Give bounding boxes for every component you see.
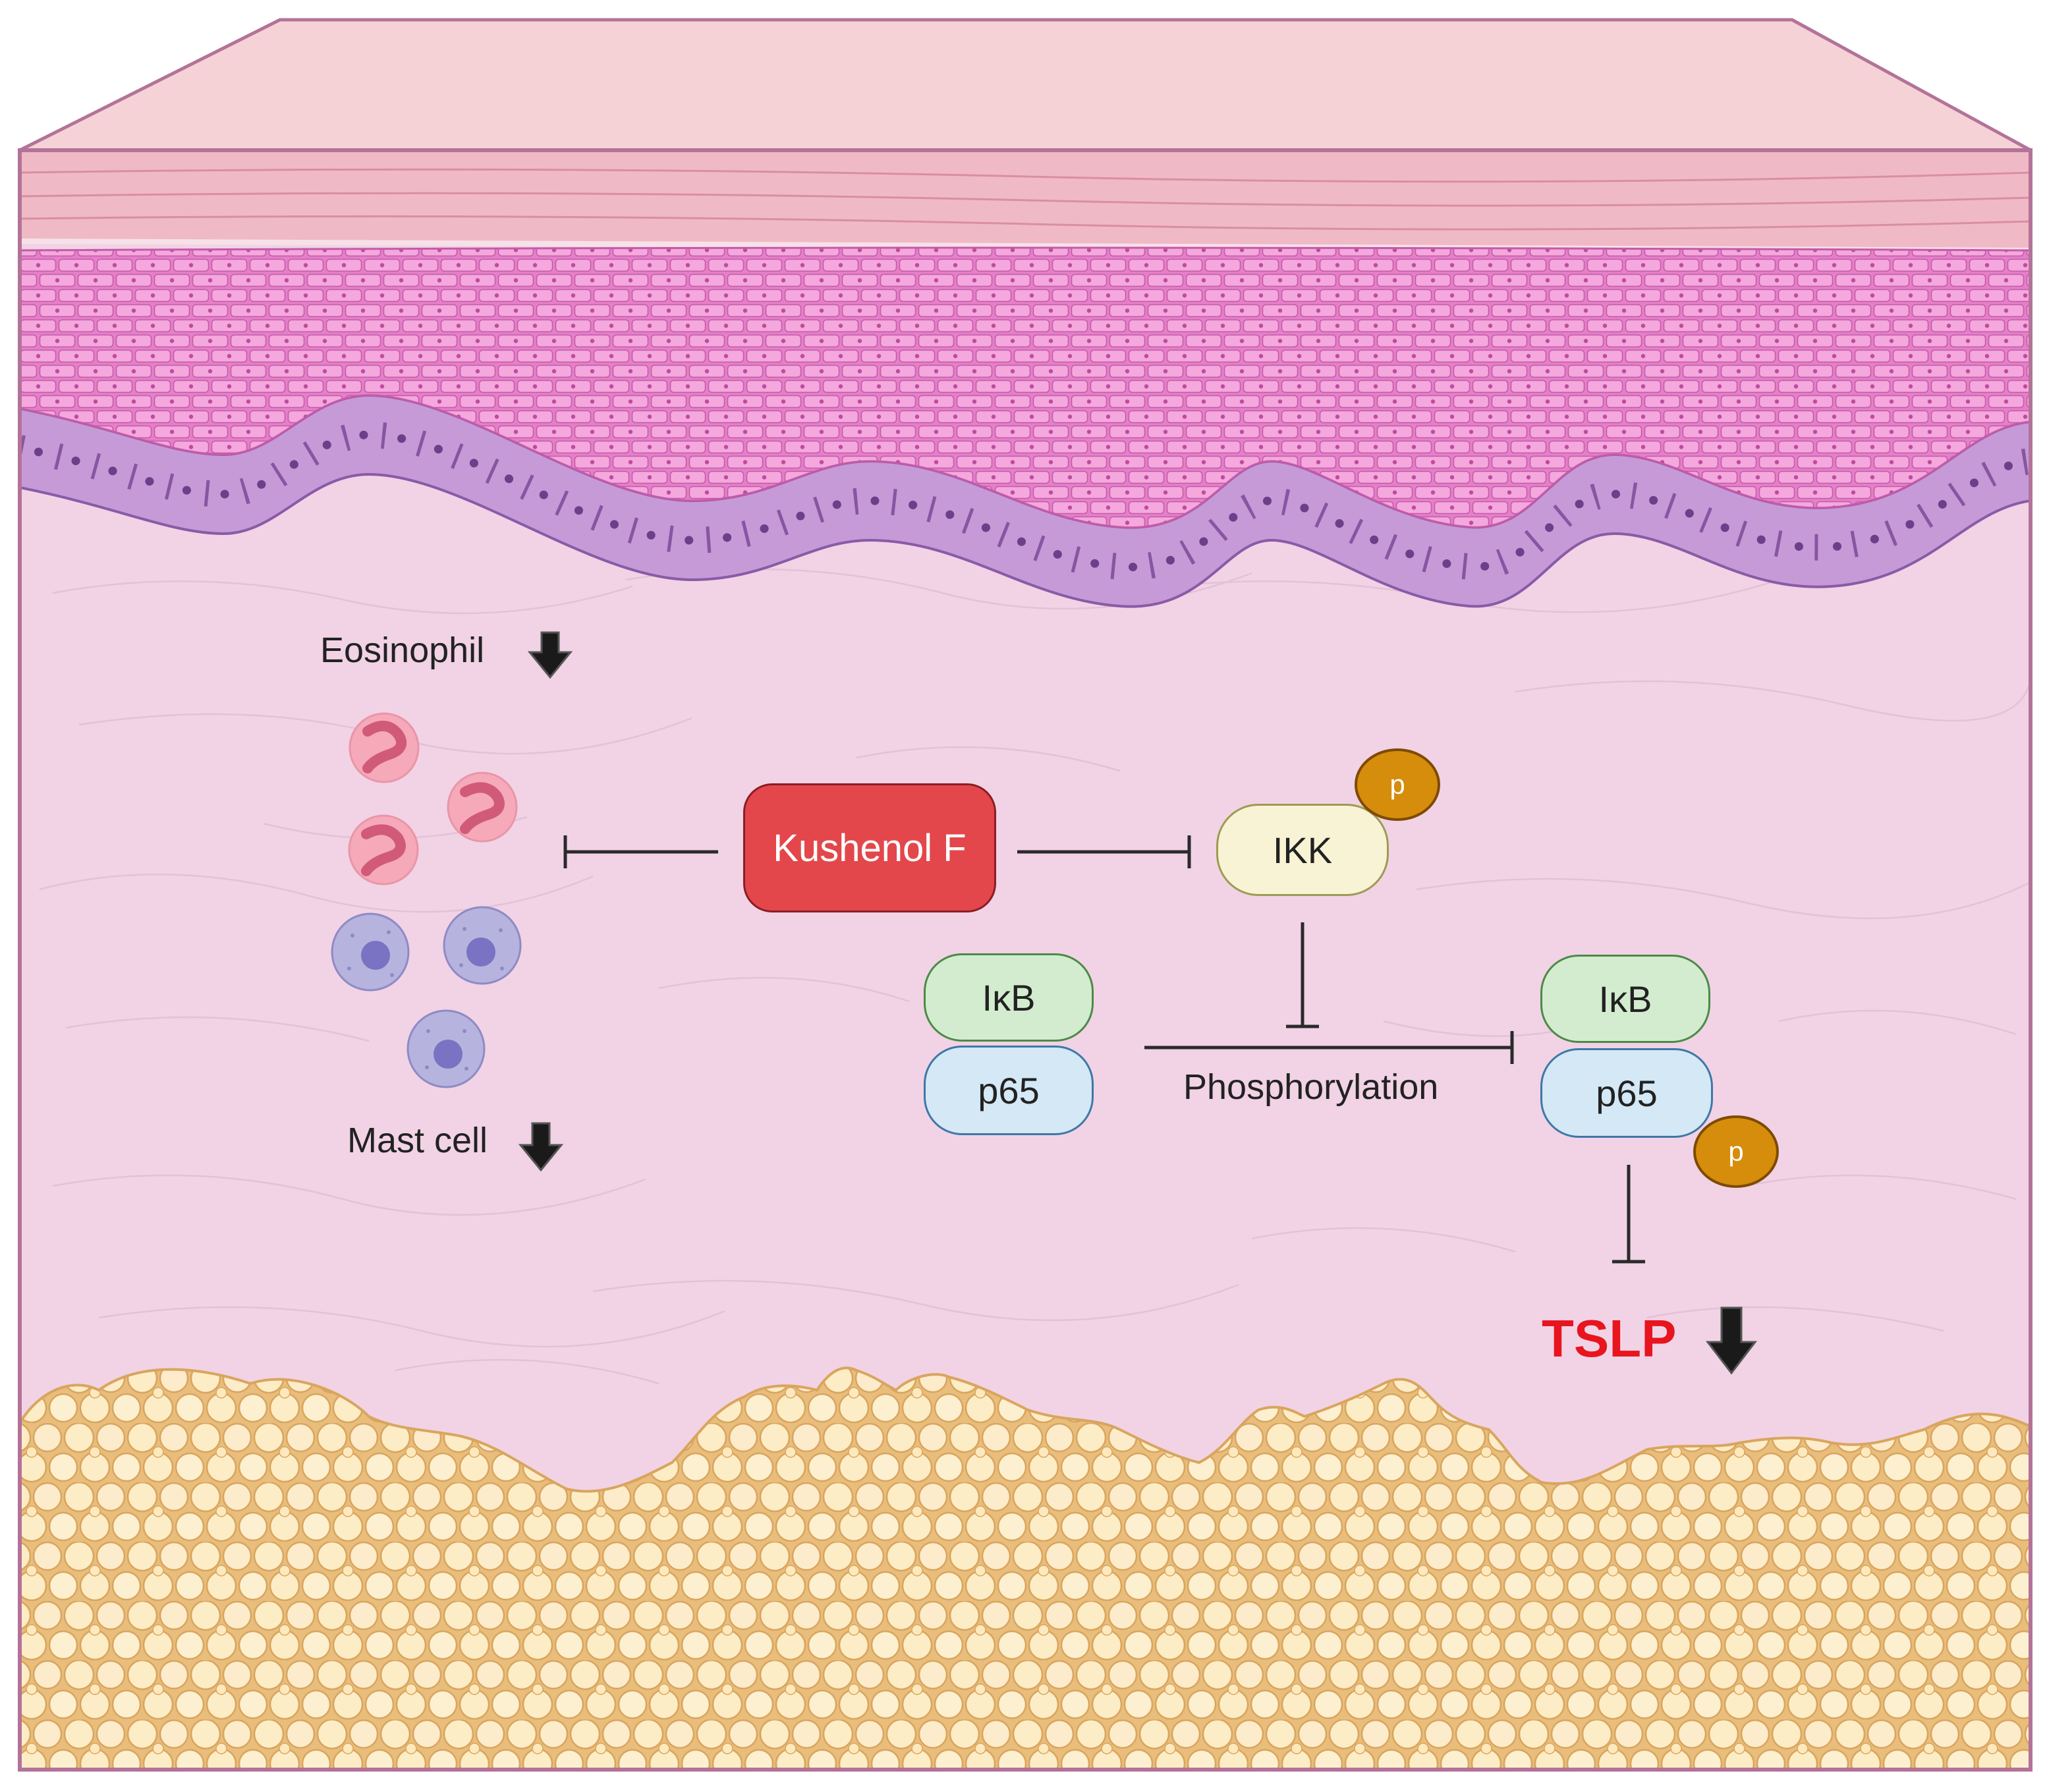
skin-top-surface — [18, 18, 2033, 152]
stratum-corneum-lines — [20, 168, 2031, 231]
phospho-badge-label: p — [1389, 769, 1405, 800]
ikb-node-left: IκB — [924, 953, 1094, 1042]
hypodermis-fat — [20, 1366, 2031, 1770]
tslp-label: TSLP — [1542, 1309, 1677, 1368]
p65-label: p65 — [1596, 1072, 1658, 1114]
p65-node-right: p65 — [1540, 1048, 1713, 1138]
eosinophil-cell — [348, 814, 419, 885]
phospho-badge-label: p — [1728, 1136, 1744, 1167]
phospho-badge: p — [1355, 748, 1440, 821]
eosinophil-cell — [349, 712, 420, 783]
kushenol-f-label: Kushenol F — [773, 826, 967, 870]
down-arrow-icon — [1705, 1306, 1758, 1375]
phospho-badge: p — [1693, 1115, 1779, 1188]
ikb-label: IκB — [1598, 978, 1652, 1020]
mast-cell — [331, 912, 410, 992]
eosinophil-cell — [447, 771, 518, 843]
down-arrow-icon — [518, 1122, 564, 1172]
inhibition-to-ikk — [1017, 835, 1191, 868]
mast-cell — [407, 1009, 486, 1088]
p65-node-left: p65 — [924, 1046, 1094, 1135]
inhibition-to-cells — [563, 835, 718, 868]
skin-block-outline — [18, 148, 2033, 1772]
down-arrow-icon — [527, 631, 573, 679]
ikk-node: IKK — [1216, 804, 1389, 896]
ikb-label: IκB — [982, 976, 1036, 1019]
ikk-label: IKK — [1272, 829, 1333, 871]
keratinocyte-layer — [20, 246, 2031, 529]
kushenol-f-node: Kushenol F — [743, 783, 996, 912]
ikb-node-right: IκB — [1540, 955, 1710, 1043]
mast-cell — [443, 906, 522, 985]
phosphorylation-label: Phosphorylation — [1183, 1067, 1439, 1107]
inhibition-to-tslp — [1612, 1165, 1645, 1264]
inhibition-ikk-to-phosphorylation — [1286, 922, 1319, 1028]
p65-label: p65 — [978, 1069, 1040, 1111]
mast-cell-label: Mast cell — [347, 1121, 488, 1160]
phosphorylation-arrow — [1144, 1031, 1514, 1064]
eosinophil-label: Eosinophil — [320, 630, 485, 670]
